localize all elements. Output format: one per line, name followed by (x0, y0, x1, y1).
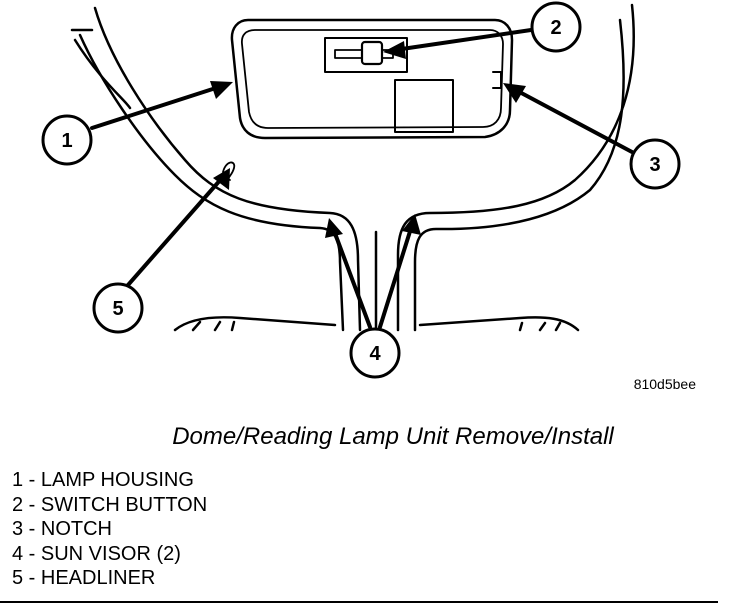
callout-5: 5 (92, 282, 144, 334)
figure-code: 810d5bee (634, 376, 697, 392)
legend-item: 5 - HEADLINER (12, 567, 156, 589)
leader-3 (510, 86, 634, 154)
leader-4b (378, 223, 414, 329)
callout-3: 3 (629, 138, 681, 190)
leader-1 (90, 84, 224, 130)
arrow-heads (210, 41, 526, 238)
headliner-outer-contour (93, 3, 635, 332)
notch (492, 71, 502, 89)
arrowhead-3 (503, 83, 526, 103)
sun-visor-left (173, 316, 337, 332)
callout-2: 2 (530, 1, 582, 53)
switch-slot (324, 37, 408, 73)
callout-1: 1 (41, 114, 93, 166)
arrowhead-1 (210, 81, 233, 99)
arrowhead-5 (213, 168, 230, 190)
arrowhead-4b (402, 214, 421, 235)
svg-text:4: 4 (369, 343, 381, 365)
bottom-rule (0, 601, 718, 603)
legend-item: 1 - LAMP HOUSING (12, 469, 194, 491)
lamp-housing (230, 18, 514, 140)
legend-item: 3 - NOTCH (12, 518, 112, 540)
leader-arrows (90, 28, 634, 329)
leader-2 (393, 28, 533, 52)
arrowhead-2 (383, 41, 406, 59)
svg-text:2: 2 (550, 17, 561, 39)
callout-4: 4 (349, 327, 401, 379)
figure-caption: Dome/Reading Lamp Unit Remove/Install (172, 423, 614, 450)
leader-4a (331, 226, 372, 329)
lamp-lens (394, 79, 454, 133)
switch-button (360, 40, 384, 66)
sun-visor-right-detail (518, 321, 562, 332)
legend-list: 1 - LAMP HOUSING 2 - SWITCH BUTTON 3 - N… (12, 468, 207, 591)
legend-item: 2 - SWITCH BUTTON (12, 493, 208, 516)
roof-line-left (73, 38, 132, 110)
leader-5 (126, 176, 224, 287)
legend-item: 4 - SUN VISOR (2) (12, 542, 181, 565)
lamp-housing-inner (241, 29, 504, 129)
arrowhead-4a (325, 218, 343, 238)
svg-text:5: 5 (112, 298, 123, 320)
sun-visor-right (418, 316, 580, 332)
svg-text:3: 3 (649, 154, 660, 176)
svg-text:1: 1 (61, 130, 72, 152)
lamp-diagram: 1 2 3 4 5 810d5bee (41, 1, 697, 392)
sun-visor-left-detail (191, 320, 236, 332)
